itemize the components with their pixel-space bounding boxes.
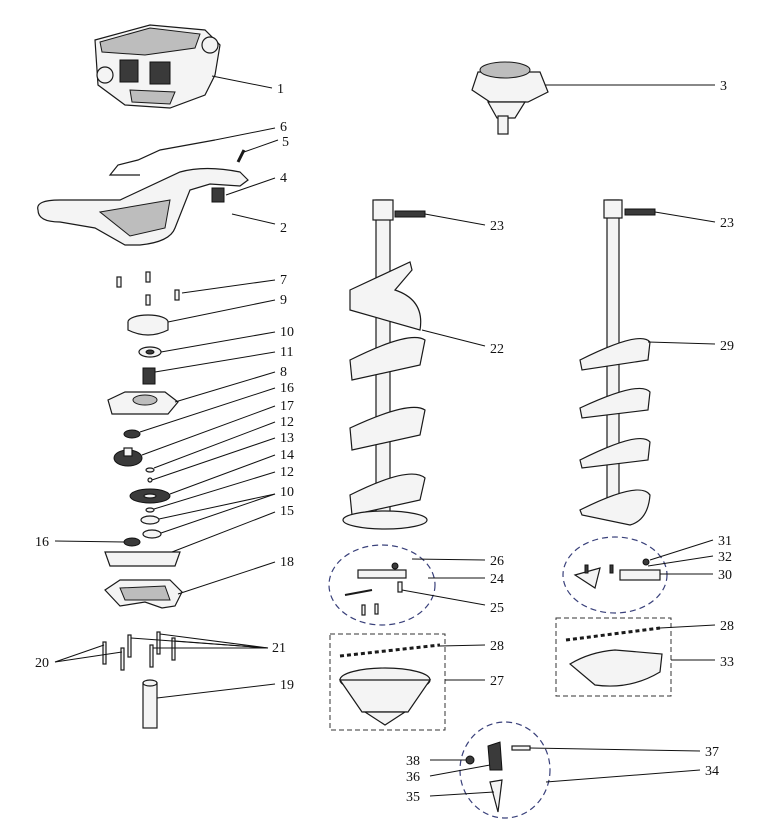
callout-12a: 12 [280,415,294,430]
gear-head-part [471,61,549,135]
callout-19: 19 [280,678,294,693]
callout-37: 37 [705,745,719,760]
callout-21: 21 [272,641,286,656]
callout-15: 15 [280,504,294,519]
callout-22: 22 [490,342,504,357]
engine-part [94,24,221,109]
callout-30: 30 [718,568,732,583]
callout-13: 13 [280,431,294,446]
callout-7: 7 [280,273,287,288]
blade-kit-2-part [573,558,661,589]
callout-35: 35 [406,790,420,805]
callout-38: 38 [406,754,420,769]
callout-32: 32 [718,550,732,565]
callout-26: 26 [490,554,504,569]
callout-25: 25 [490,601,504,616]
callout-16a: 16 [280,381,294,396]
blade-guard-2-part [565,626,663,687]
callout-9: 9 [280,293,287,308]
blade-guard-part [338,643,441,726]
callout-36: 36 [406,770,420,785]
callout-31: 31 [718,534,732,549]
blade-kit-part [344,562,407,616]
callout-34: 34 [705,764,719,779]
callout-3: 3 [720,79,727,94]
bolts-part [102,631,176,671]
callout-1: 1 [277,82,284,97]
callout-28a: 28 [490,639,504,654]
auger-22-part [342,199,428,530]
callout-4: 4 [280,171,287,186]
callout-28b: 28 [720,619,734,634]
callout-5: 5 [282,135,289,150]
callout-8: 8 [280,365,287,380]
callout-33: 33 [720,655,734,670]
callout-24: 24 [490,572,504,587]
callout-23a: 23 [490,219,504,234]
callout-20: 20 [35,656,49,671]
callout-10a: 10 [280,325,294,340]
callout-12b: 12 [280,465,294,480]
callout-6: 6 [280,120,287,135]
callout-11: 11 [280,345,293,360]
callout-23b: 23 [720,216,734,231]
callout-2: 2 [280,221,287,236]
point-kit-part [465,741,531,813]
callout-29: 29 [720,339,734,354]
callout-14: 14 [280,448,294,463]
callout-18: 18 [280,555,294,570]
screws-part [116,271,180,306]
callout-16b: 16 [35,535,49,550]
handle-frame-part [37,167,249,246]
callout-10b: 10 [280,485,294,500]
callout-17: 17 [280,399,294,414]
auger-29-part [579,199,651,526]
callout-27: 27 [490,674,504,689]
